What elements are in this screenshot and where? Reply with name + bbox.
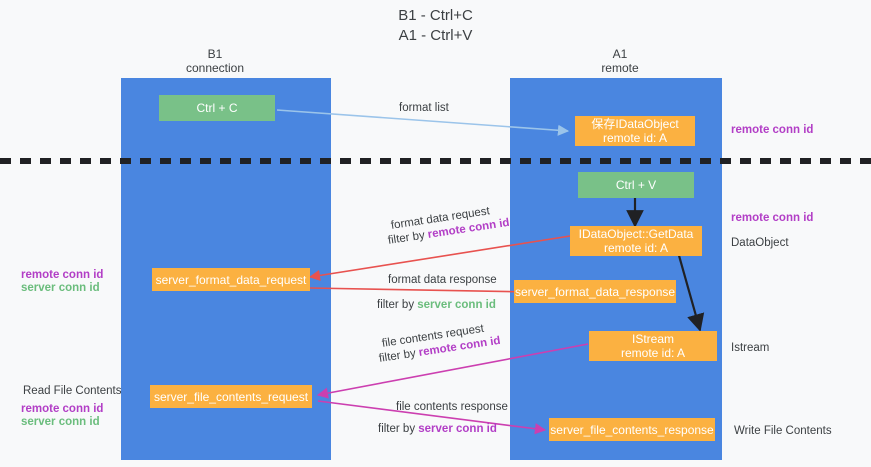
edge-label-format-data-response-filter-key: server conn id bbox=[417, 299, 496, 311]
left-note-server-conn-id-1: server conn id bbox=[21, 282, 100, 294]
left-note-read-file-contents: Read File Contents bbox=[23, 385, 122, 397]
box-idataobject-getdata[interactable]: IDataObject::GetData remote id: A bbox=[570, 226, 702, 256]
box-istream-label: IStream bbox=[631, 332, 674, 346]
box-istream-remote-id: remote id: A bbox=[620, 346, 686, 360]
box-save-idataobject[interactable]: 保存IDataObject remote id: A bbox=[575, 116, 695, 146]
box-server-file-contents-response-label: server_file_contents_response bbox=[550, 422, 714, 437]
box-server-file-contents-request[interactable]: server_file_contents_request bbox=[150, 385, 312, 408]
edge-label-format-list: format list bbox=[399, 102, 449, 114]
right-note-write-file-contents: Write File Contents bbox=[734, 425, 832, 437]
edge-label-format-data-response-filter-prefix: filter by bbox=[377, 299, 418, 311]
page-title-line-1: B1 - Ctrl+C bbox=[398, 7, 473, 24]
box-ctrl-v-label: Ctrl + V bbox=[615, 178, 657, 192]
box-server-format-data-response[interactable]: server_format_data_response bbox=[514, 280, 676, 303]
box-ctrl-v[interactable]: Ctrl + V bbox=[578, 172, 694, 198]
box-server-format-data-request-label: server_format_data_request bbox=[155, 272, 307, 287]
box-save-idataobject-remote-id: remote id: A bbox=[602, 131, 668, 145]
left-note-server-conn-id-2: server conn id bbox=[21, 416, 100, 428]
column-header-b1-name: B1 bbox=[207, 47, 223, 61]
box-istream[interactable]: IStream remote id: A bbox=[589, 331, 717, 361]
box-idataobject-getdata-label: IDataObject::GetData bbox=[578, 227, 694, 241]
column-header-a1: A1 remote bbox=[550, 47, 690, 75]
column-header-a1-name: A1 bbox=[612, 47, 628, 61]
page-title: B1 - Ctrl+C A1 - Ctrl+V bbox=[0, 6, 871, 46]
left-note-remote-conn-id-1: remote conn id bbox=[21, 269, 104, 281]
connector-format-data-response bbox=[309, 286, 536, 298]
box-idataobject-getdata-remote-id: remote id: A bbox=[603, 241, 669, 255]
edge-label-format-data-response-filter: filter by server conn id bbox=[377, 298, 496, 312]
box-server-format-data-request[interactable]: server_format_data_request bbox=[152, 268, 310, 291]
column-header-b1: B1 connection bbox=[145, 47, 285, 75]
box-server-format-data-response-label: server_format_data_response bbox=[514, 284, 676, 299]
edge-label-file-contents-response-filter-prefix: filter by bbox=[378, 423, 419, 435]
box-server-file-contents-request-label: server_file_contents_request bbox=[153, 389, 309, 404]
page-title-line-2: A1 - Ctrl+V bbox=[398, 27, 473, 44]
right-note-istream: Istream bbox=[731, 342, 770, 354]
edge-label-format-data-response: format data response bbox=[388, 274, 497, 286]
edge-label-file-contents-response-filter: filter by server conn id bbox=[378, 422, 497, 436]
box-save-idataobject-label: 保存IDataObject bbox=[591, 117, 679, 131]
right-note-remote-conn-id-top: remote conn id bbox=[731, 124, 814, 136]
column-header-a1-sub: remote bbox=[601, 61, 639, 75]
right-note-data-object: DataObject bbox=[731, 237, 789, 249]
box-server-file-contents-response[interactable]: server_file_contents_response bbox=[549, 418, 715, 441]
left-note-remote-conn-id-2: remote conn id bbox=[21, 403, 104, 415]
box-ctrl-c[interactable]: Ctrl + C bbox=[159, 95, 275, 121]
column-header-b1-sub: connection bbox=[185, 61, 245, 75]
edge-label-file-contents-response-filter-key: server conn id bbox=[418, 423, 497, 435]
right-note-remote-conn-id-mid: remote conn id bbox=[731, 212, 814, 224]
edge-label-file-contents-response: file contents response bbox=[396, 401, 508, 413]
box-ctrl-c-label: Ctrl + C bbox=[196, 101, 238, 115]
